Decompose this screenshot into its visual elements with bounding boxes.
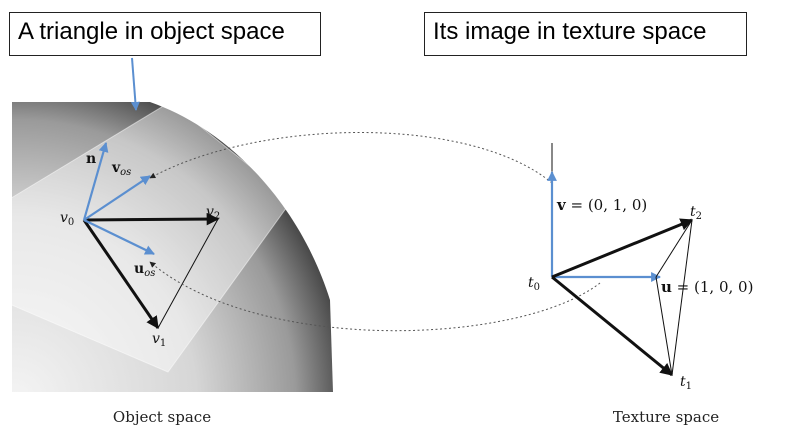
edge-t0-t1 [551,275,673,377]
helper-line-1 [655,276,673,376]
helper-line-2 [655,219,693,278]
label-v-equation: v = (0, 1, 0) [556,196,647,214]
edge-v0-v1 [82,219,160,330]
callout-object-space: A triangle in object space [9,12,321,56]
vector-u-os [83,219,155,255]
mapping-curve-v [149,132,553,184]
label-v0: v0 [60,210,74,228]
caption-texture-space: Texture space [613,408,719,426]
vector-v-os [83,175,151,221]
callout-texture-space: Its image in texture space [424,12,747,56]
label-u-equation: u = (1, 0, 0) [661,278,753,296]
label-v1: v1 [152,331,166,349]
edge-v0-v2 [83,212,220,226]
label-u-os: uos [134,261,155,279]
tangent-plane [0,101,293,373]
label-v-os: vos [111,160,131,178]
mapping-curve-u [149,261,601,332]
label-n: n [86,151,96,167]
caption-object-space: Object space [113,408,211,426]
sphere-surface [12,102,333,392]
texture-triangle [551,218,694,377]
edge-t1-t2 [671,219,693,376]
edge-t0-t2 [551,218,694,279]
label-t2: t2 [690,204,702,222]
texture-axes [547,143,661,282]
normal-vector-n [82,142,109,221]
label-t0: t0 [528,275,540,293]
object-triangle [82,212,220,330]
edge-v1-v2 [157,218,219,329]
callout-pointer-arrow [130,57,140,111]
label-v2: v2 [206,204,220,222]
object-basis-vectors [82,142,155,255]
label-t1: t1 [680,374,692,392]
